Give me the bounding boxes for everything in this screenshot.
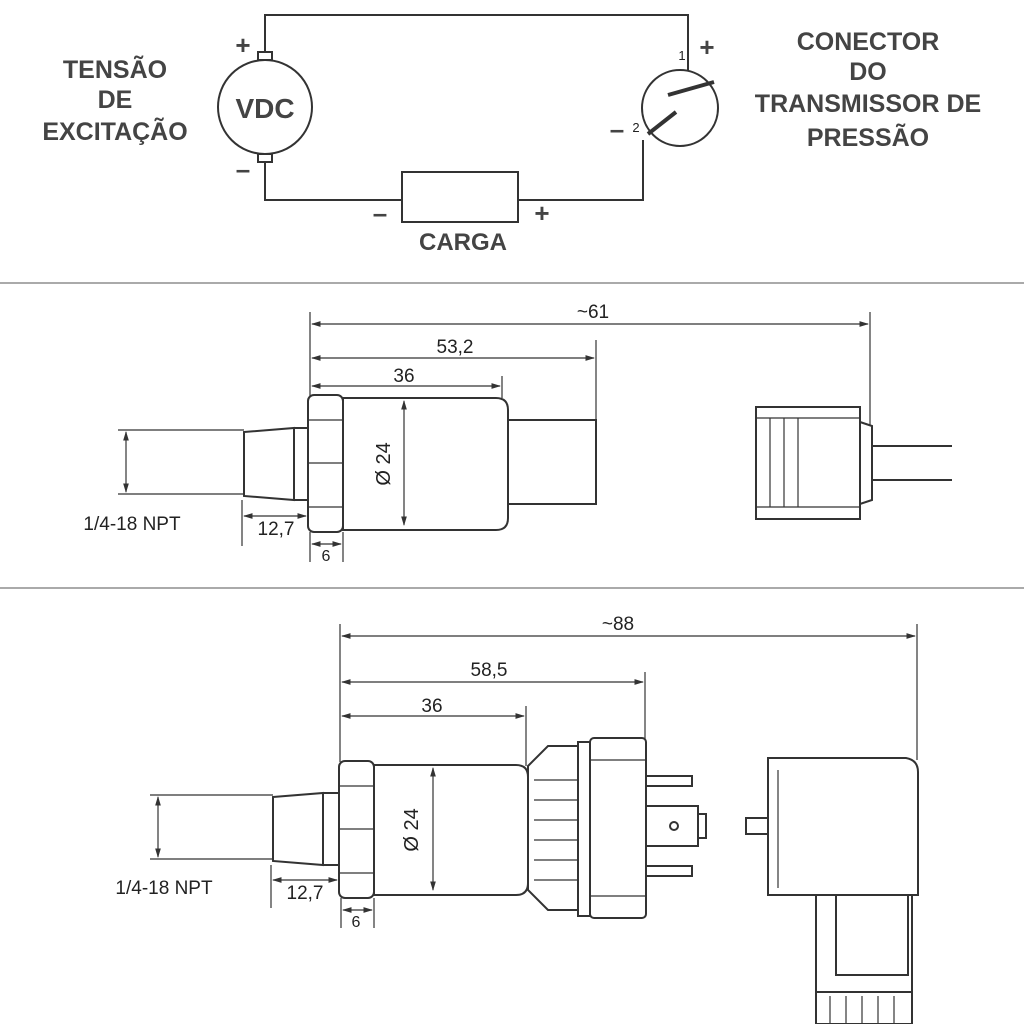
transmitter-drawing-cable: ~61 53,2 36 Ø 24 1/4-18 NPT 12,7 6 <box>83 302 952 565</box>
connector-minus-sign: – <box>610 114 624 144</box>
connector-plus-sign: + <box>699 32 714 62</box>
source-plus-sign: + <box>235 30 250 60</box>
dimension-total-length: ~61 <box>577 302 609 323</box>
connector-pin-2: 2 <box>632 120 639 135</box>
svg-text:DE: DE <box>98 86 133 114</box>
dimension-hex-width: 6 <box>352 914 361 931</box>
load-plus-sign: + <box>534 198 549 228</box>
svg-text:EXCITAÇÃO: EXCITAÇÃO <box>42 116 187 146</box>
thread-spec-label: 1/4-18 NPT <box>115 878 213 899</box>
dimension-thread-length: 12,7 <box>287 883 324 904</box>
svg-text:CONECTOR: CONECTOR <box>797 28 940 56</box>
dimension-diameter: Ø 24 <box>373 442 395 485</box>
dimension-thread-length: 12,7 <box>258 519 295 540</box>
svg-text:PRESSÃO: PRESSÃO <box>807 122 929 152</box>
svg-text:DO: DO <box>849 58 887 86</box>
source-label: VDC <box>235 93 294 124</box>
dimension-36: 36 <box>393 366 414 387</box>
vdc-source: VDC <box>217 51 313 163</box>
connector-label: CONECTOR DO TRANSMISSOR DE PRESSÃO <box>755 28 981 152</box>
dimension-36: 36 <box>421 696 442 717</box>
dimension-hex-width: 6 <box>322 548 331 565</box>
dimension-total-length: ~88 <box>602 614 634 635</box>
thread-spec-label: 1/4-18 NPT <box>83 514 181 535</box>
transmitter-connector-symbol <box>641 69 719 147</box>
dimension-58-5: 58,5 <box>471 660 508 681</box>
load-resistor <box>401 171 519 223</box>
dimension-diameter: Ø 24 <box>401 808 423 851</box>
connector-pin-1: 1 <box>678 48 685 63</box>
din-connector <box>745 757 919 1024</box>
cable-connector <box>755 406 952 520</box>
svg-text:TENSÃO: TENSÃO <box>63 54 167 84</box>
circuit-diagram: VDC + – CARGA – + 1 2 + – TENSÃO DE EXCI… <box>42 14 981 256</box>
transmitter-drawing-din: ~88 58,5 36 Ø 24 <box>115 614 919 1024</box>
excitation-voltage-label: TENSÃO DE EXCITAÇÃO <box>42 54 187 146</box>
dimension-53-2: 53,2 <box>437 337 474 358</box>
svg-text:TRANSMISSOR DE: TRANSMISSOR DE <box>755 90 981 118</box>
load-minus-sign: – <box>373 198 387 228</box>
load-label: CARGA <box>419 229 507 256</box>
source-minus-sign: – <box>236 154 250 184</box>
